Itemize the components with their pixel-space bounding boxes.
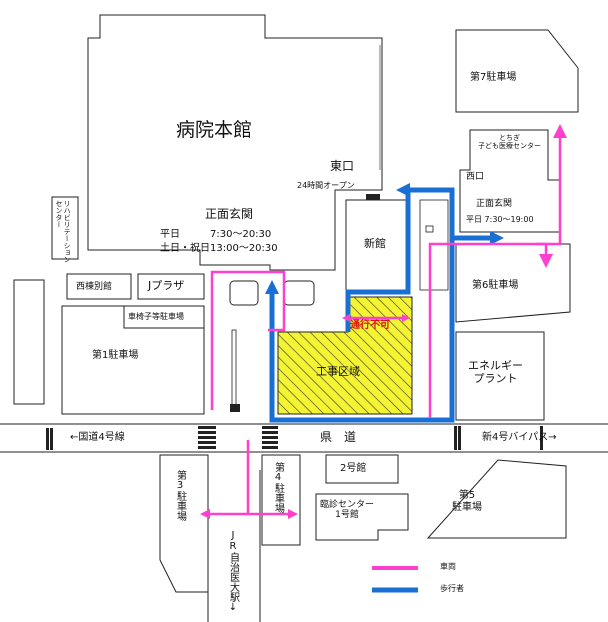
construction-label: 工事区域 [316,365,360,378]
hours-weekday: 平日 7:30〜20:30 [160,229,272,240]
bypass-label: 新4号バイパス→ [482,432,557,443]
main-entrance-label: 正面玄関 [205,207,254,221]
building-2-label: 2号館 [340,463,367,474]
parking-3-label: 第3駐車場 [174,470,186,521]
j-plaza-box [137,273,205,300]
west-entrance-label: 西口 [466,172,485,182]
childrens-hours-label: 平日 7:30〜19:00 [466,215,534,224]
jr-station-label: JR自治医大駅↓ [227,530,239,613]
prefectural-road-label: 県 道 [320,430,357,444]
childrens-front-entrance-label: 正面玄関 [476,199,513,209]
energy-plant-box [455,331,545,421]
parking-1-box [61,305,205,415]
new-building-label: 新館 [364,237,386,250]
main-hospital-label: 病院本館 [176,119,253,141]
parking-5-box [426,459,567,539]
rehab-center-box [51,196,79,260]
parking-7-label: 第7駐車場 [470,72,517,83]
parking-6-label: 第6駐車場 [472,280,519,291]
construction-zone [277,296,413,415]
west-annex-label: 西棟別館 [76,282,113,292]
legend-pedestrian-label: 歩行者 [440,584,464,593]
wheelchair-parking-label: 車椅子等駐車場 [128,312,184,321]
rehab-center-label: リハビリテーション センター [55,200,72,263]
j-plaza-label: Jプラザ [148,279,185,292]
pedestrian-route [269,187,492,423]
parking-7-box [455,29,579,113]
parking-3-box [159,454,209,593]
parking-1-label: 第1駐車場 [92,350,139,361]
vehicle-route [206,132,562,516]
building-2-box [325,454,399,484]
parking-4-label: 第4駐車場 [272,462,284,513]
clinic-building-1-label: 臨診センター 1号館 [320,500,375,521]
no-passage-label: 通行不可 [350,320,390,331]
energy-plant-label: エネルギー プラント [468,359,523,385]
childrens-center-label: とちぎ 子ども医療センター [478,134,541,151]
west-annex-box [66,273,132,300]
east-entrance-label: 東口 [330,159,355,173]
hours-weekend: 土日・祝日13:00〜20:30 [160,243,278,254]
legend-vehicle-label: 車両 [440,562,456,571]
main-hospital-outline [87,14,383,271]
crosswalks [46,426,543,450]
open-24h-label: 24時間オープン [297,181,355,190]
clinic-building-1-box [315,493,409,541]
parking-5-label: 第5 駐車場 [452,490,482,513]
route-4-label: ←国道4号線 [70,432,125,443]
